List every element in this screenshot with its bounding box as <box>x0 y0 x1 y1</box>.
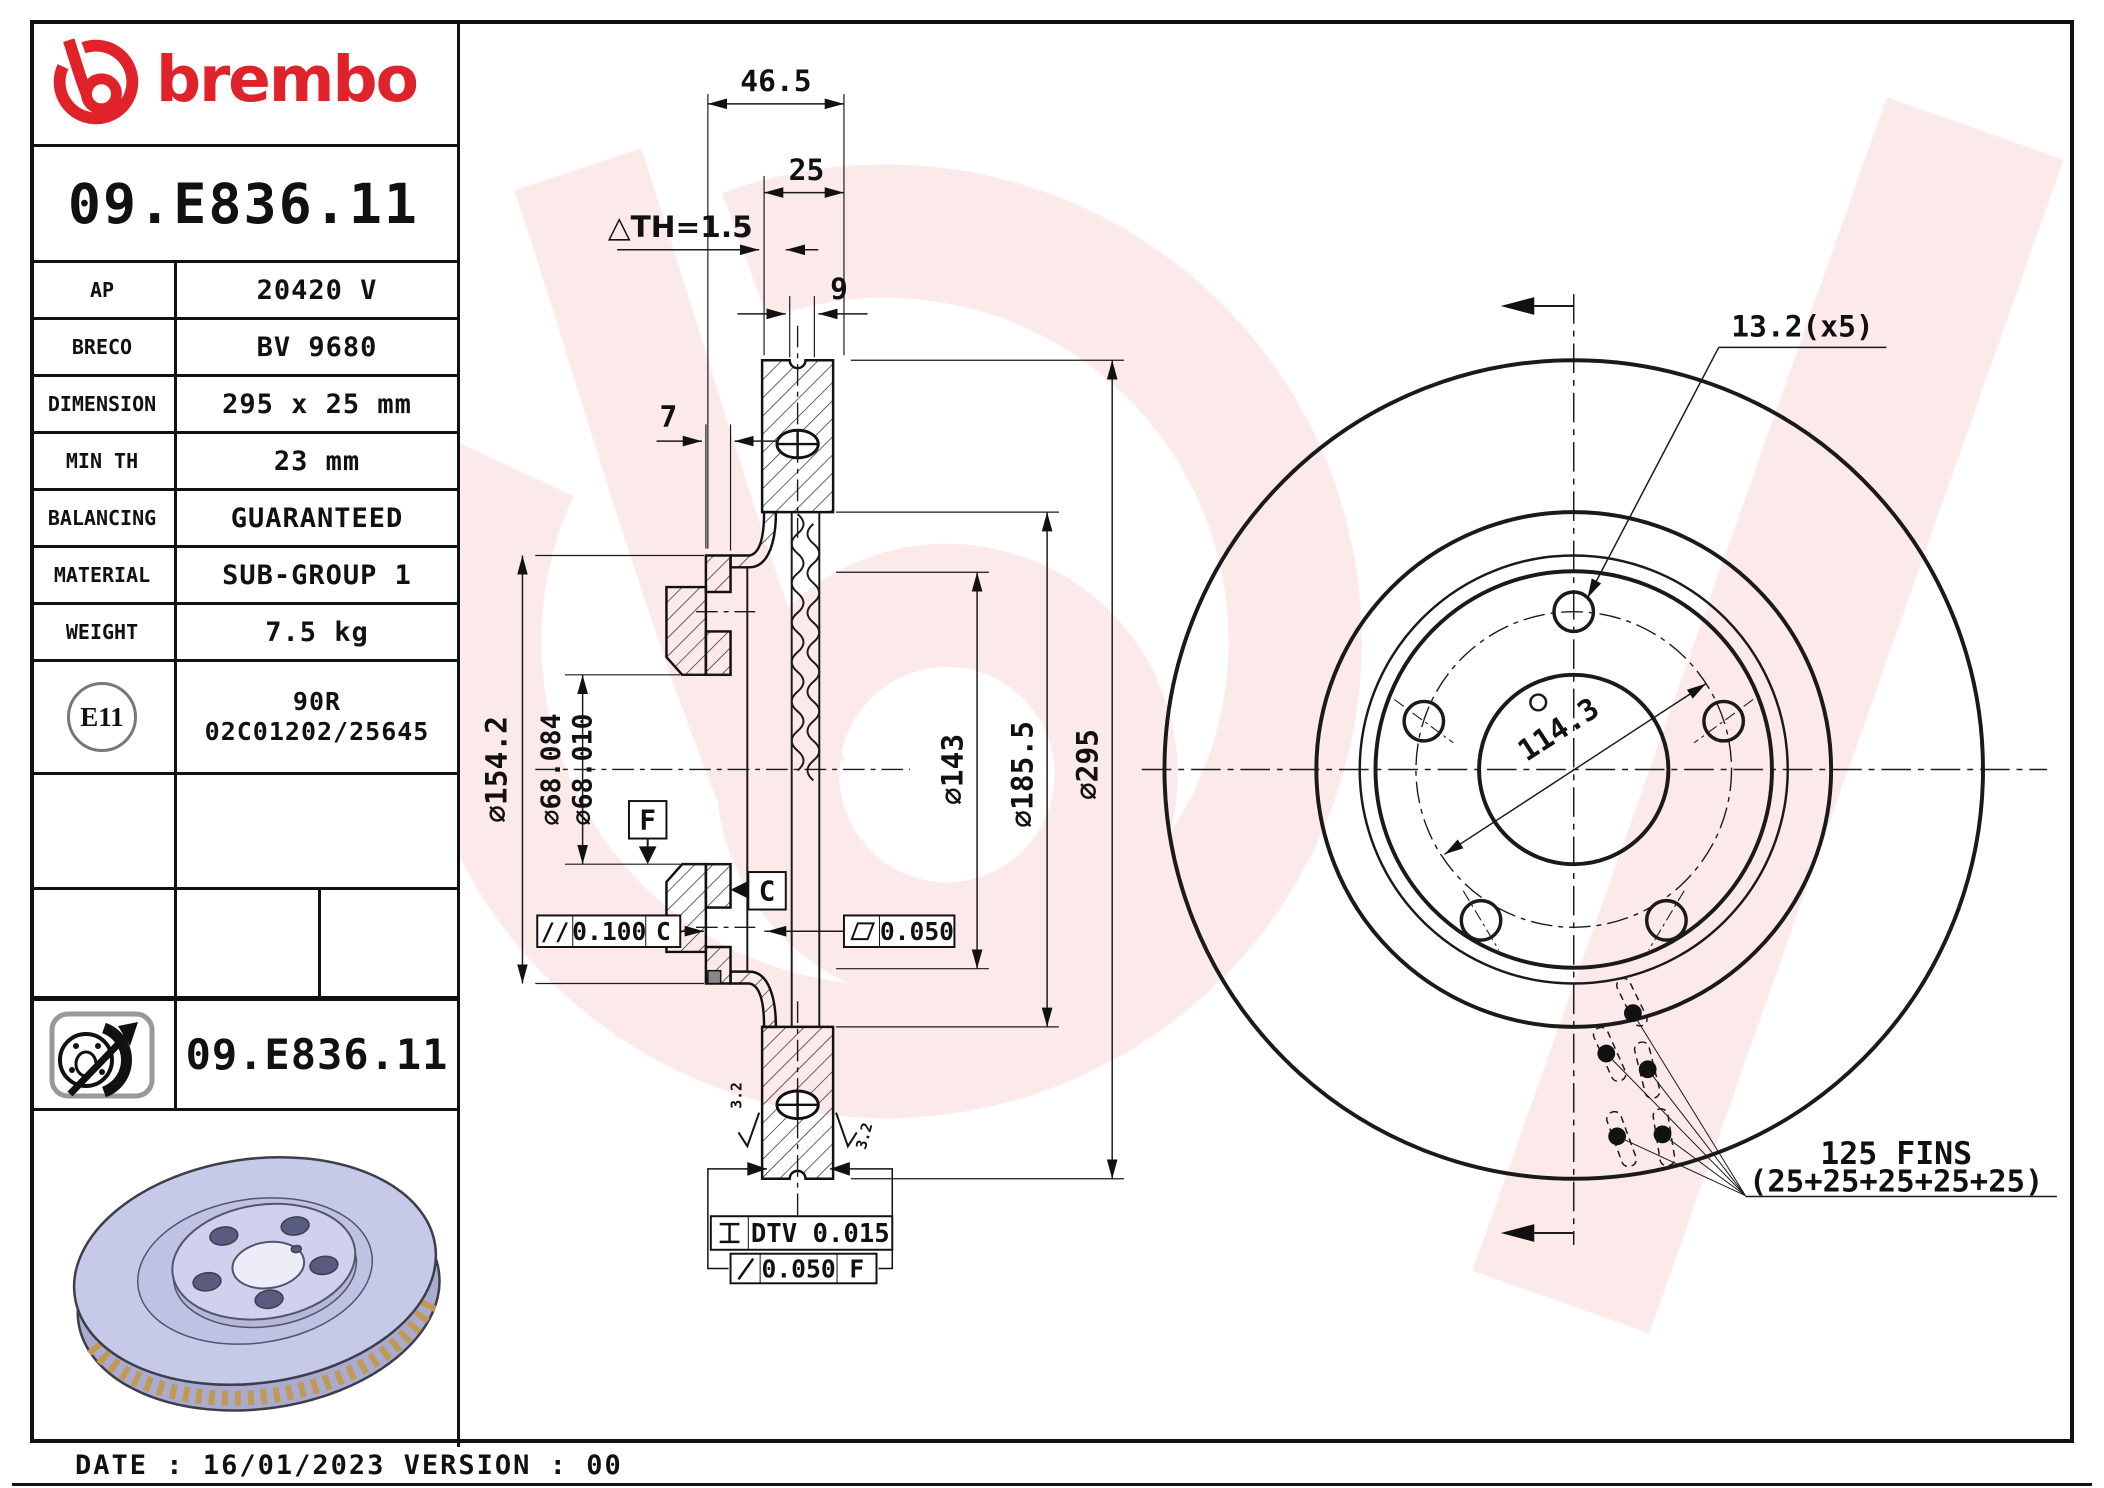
spec-row-ap: AP 20420 V <box>30 263 457 320</box>
roughness-right: 3.2 <box>853 1121 876 1151</box>
bottom-rule <box>12 1483 2092 1486</box>
fins-count: 125 FINS <box>1820 1136 1972 1172</box>
dtv-icon <box>719 1222 740 1244</box>
e11-badge: E11 <box>67 682 137 752</box>
section-arrows <box>1500 297 1574 1242</box>
runout-value: 0.050 <box>761 1254 835 1283</box>
empty-cell <box>30 890 177 996</box>
roughness-marks: 3.2 3.2 <box>728 1082 876 1151</box>
spec-row-dimension: DIMENSION 295 x 25 mm <box>30 377 457 434</box>
spec-value: 20420 V <box>256 274 378 306</box>
footer-part-row: 09.E836.11 <box>30 1001 457 1111</box>
disc-photo-illustration <box>72 1155 441 1412</box>
date-label: DATE : <box>75 1450 185 1481</box>
fcf-dtv: DTV 0.015 0.050 F <box>707 1161 894 1285</box>
extension-lines <box>535 93 1125 1180</box>
date-bar: DATE : 16/01/2023 VERSION : 00 <box>75 1450 623 1481</box>
flatness-icon <box>850 922 875 941</box>
part-number-header: 09.E836.11 <box>30 147 457 263</box>
empty-cell <box>177 890 457 996</box>
brembo-watermark <box>475 97 2064 1334</box>
brembo-logo-icon <box>46 30 146 134</box>
spec-label: WEIGHT <box>30 605 177 659</box>
empty-cell <box>30 775 177 887</box>
section-centerlines <box>535 325 911 1219</box>
dim-total-width: 46.5 <box>740 64 811 98</box>
dia-inner: ∅143 <box>935 734 969 805</box>
dim-vent: 9 <box>830 272 848 306</box>
date-value: 16/01/2023 <box>202 1450 386 1481</box>
spec-row-breco: BRECO BV 9680 <box>30 320 457 377</box>
spec-row-weight: WEIGHT 7.5 kg <box>30 605 457 662</box>
spec-value: GUARANTEED <box>230 502 404 534</box>
homologation-row: E11 90R 02C01202/25645 <box>30 662 457 775</box>
svg-text:C: C <box>759 875 776 908</box>
dimension-texts: 46.5 25 △TH=1.5 9 7 ∅154.2 ∅68.084 ∅68.0… <box>480 64 1105 828</box>
bolt-hole-dim: 13.2(x5) <box>1731 310 1873 344</box>
spec-row-balancing: BALANCING GUARANTEED <box>30 491 457 548</box>
dim-th: △TH=1.5 <box>608 210 753 244</box>
parallel-symbol: // <box>541 918 570 946</box>
section-view: 46.5 25 △TH=1.5 9 7 ∅154.2 ∅68.084 ∅68.0… <box>480 64 1125 1285</box>
disc-icon-cell <box>30 1001 177 1108</box>
homologation-line1: 90R <box>292 687 342 716</box>
homologation-value: 90R 02C01202/25645 <box>177 662 457 772</box>
parallel-ref: C <box>656 917 671 946</box>
spec-label: BRECO <box>30 320 177 374</box>
spec-panel: brembo 09.E836.11 AP 20420 V BRECO BV 96… <box>30 20 460 1447</box>
dim-band-width: 25 <box>789 153 825 187</box>
front-view: 114.3 13.2(x5) <box>1141 294 2057 1245</box>
dtv-value: DTV 0.015 <box>751 1219 890 1249</box>
e11-cell: E11 <box>30 662 177 772</box>
section-solids <box>665 358 835 1180</box>
dimension-lines <box>517 98 1118 1179</box>
spec-value: 295 x 25 mm <box>222 388 412 420</box>
parallel-value: 0.100 <box>572 917 646 946</box>
empty-cell <box>177 775 457 887</box>
dim-flange: 7 <box>660 399 678 433</box>
dia-band-inner: ∅185.5 <box>1005 721 1039 828</box>
dia-bore-min: ∅68.010 <box>567 713 598 825</box>
brake-disc-icon <box>49 1011 155 1098</box>
cell-divider <box>318 890 321 996</box>
version-label: VERSION : <box>403 1450 568 1481</box>
spec-row-min-th: MIN TH 23 mm <box>30 434 457 491</box>
empty-row-1 <box>30 775 457 890</box>
logo-cell: brembo <box>30 20 457 147</box>
spec-label: DIMENSION <box>30 377 177 431</box>
spec-label: MIN TH <box>30 434 177 488</box>
runout-ref: F <box>849 1254 864 1283</box>
flatness-value: 0.050 <box>880 917 954 946</box>
fcf-parallelism: // 0.100 C <box>536 914 682 948</box>
datum-f: F <box>627 800 668 865</box>
dia-bore-max: ∅68.084 <box>536 713 567 825</box>
disc-illustration-cell <box>30 1111 457 1445</box>
spec-value: 23 mm <box>273 445 361 477</box>
technical-drawing: 46.5 25 △TH=1.5 9 7 ∅154.2 ∅68.084 ∅68.0… <box>460 64 2064 1334</box>
roughness-left: 3.2 <box>728 1082 745 1109</box>
homologation-line2: 02C01202/25645 <box>204 717 430 746</box>
fcf-flatness: 0.050 <box>842 914 956 948</box>
fins-breakdown: (25+25+25+25+25) <box>1749 1165 2043 1200</box>
spec-value: 7.5 kg <box>265 616 369 648</box>
dia-outer: ∅295 <box>1070 729 1104 800</box>
empty-row-2 <box>30 890 457 1001</box>
dia-hat: ∅154.2 <box>480 716 514 823</box>
spec-value: BV 9680 <box>256 331 378 363</box>
pcd-dim: 114.3 <box>1512 691 1605 768</box>
version-value: 00 <box>586 1450 623 1481</box>
datum-c: C <box>730 871 787 911</box>
footer-part-number: 09.E836.11 <box>185 1030 449 1079</box>
svg-text:F: F <box>639 804 656 837</box>
runout-icon <box>737 1257 755 1281</box>
spec-label: AP <box>30 263 177 317</box>
spec-label: BALANCING <box>30 491 177 545</box>
brembo-wordmark: brembo <box>156 42 419 116</box>
fins-detail: 125 FINS (25+25+25+25+25) <box>1592 977 2057 1200</box>
spec-value: SUB-GROUP 1 <box>222 559 412 591</box>
spec-row-material: MATERIAL SUB-GROUP 1 <box>30 548 457 605</box>
locating-hole <box>1529 693 1548 712</box>
spec-label: MATERIAL <box>30 548 177 602</box>
